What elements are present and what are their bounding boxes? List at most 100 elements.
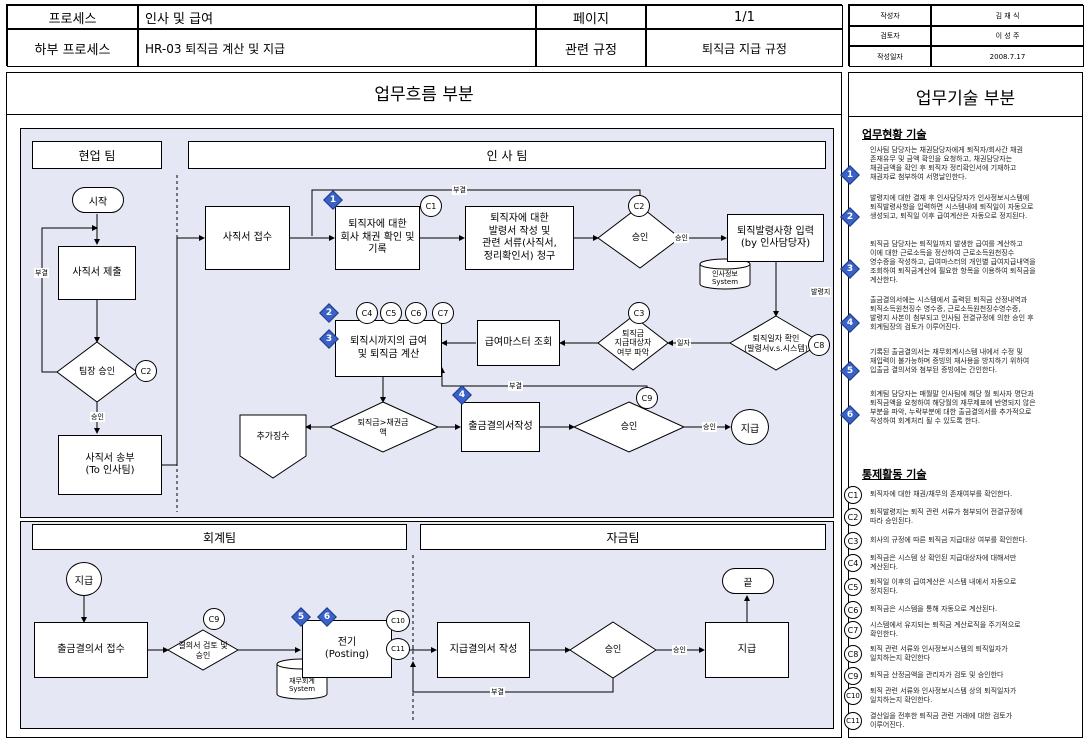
lane-fund: 자금팀 <box>420 524 826 550</box>
process-value: 인사 및 급여 <box>138 5 536 29</box>
control-text-c1: 퇴직자에 대한 채권/채무의 존재여부를 확인한다. <box>870 490 1013 498</box>
extra-text: 추가징수 <box>256 431 290 442</box>
flow-marker-2-label: 2 <box>325 308 333 318</box>
status-text-4: 출금결의서에는 시스템에서 출력된 퇴직금 산정내역과 퇴직소득원천징수 영수증… <box>870 296 1034 332</box>
flow-control-c4: C4 <box>356 302 378 324</box>
reviewer-value: 이 성 주 <box>931 26 1084 46</box>
fund-write-box: 지급결의서 작성 <box>437 622 530 678</box>
resign-send-box: 사직서 송부 (To 인사팀) <box>58 435 162 495</box>
approve3-text: 승인 <box>604 644 622 655</box>
flow-connectors <box>41 175 823 720</box>
master-view-box: 급여마스터 조회 <box>477 320 560 366</box>
bottom-panel <box>20 521 834 729</box>
status-marker-3-label: 3 <box>846 264 854 274</box>
page-label: 페이지 <box>536 5 646 29</box>
reviewer-label: 검토자 <box>849 26 931 46</box>
date-check-text: 퇴직일자 확인 (발령서v.s.시스템) <box>744 334 808 353</box>
pay1-terminal: 지급 <box>731 409 769 445</box>
compare-text: 퇴직금>채권금 액 <box>357 418 409 437</box>
control-text-c2: 퇴직발령지는 퇴직 관련 서류가 첨부되어 전결규정에 따라 승인된다. <box>870 508 1023 526</box>
hr-system-text: 인사정보 System <box>711 269 739 286</box>
flow-control-c9b: C9 <box>203 608 225 630</box>
team-approve-text: 팀장 승인 <box>79 366 115 377</box>
end-terminal: 끝 <box>722 568 774 594</box>
date-value: 2008.7.17 <box>931 46 1084 67</box>
flow-control-c10: C10 <box>386 610 410 632</box>
author-label: 작성자 <box>849 5 931 26</box>
start-terminal: 시작 <box>72 187 124 213</box>
flow-control-c3: C3 <box>628 302 650 324</box>
process-label: 프로세스 <box>7 5 138 29</box>
control-badge-c8: C8 <box>844 645 862 663</box>
control-text-c9: 퇴직금 산정금액을 관리자가 검토 및 승인한다 <box>870 671 1004 679</box>
flow-control-c8: C8 <box>808 334 830 356</box>
resign-submit-box: 사직서 제출 <box>58 246 136 300</box>
status-marker-4-label: 4 <box>846 318 854 328</box>
order-input-box: 퇴직발령사항 입력 (by 인사담당자) <box>727 214 824 262</box>
control-list: C1 퇴직자에 대한 채권/채무의 존재여부를 확인한다. C2 퇴직발령지는 … <box>844 484 1083 736</box>
control-text-c5: 퇴직일 이후의 급여계산은 시스템 내에서 자동으로 정지된다. <box>870 578 1017 596</box>
flow-title: 업무흐름 부분 <box>374 85 474 105</box>
flow-control-c5: C5 <box>380 302 402 324</box>
edge-approve-c9: 승인 <box>702 422 717 432</box>
payreq-write-box: 출금결의서작성 <box>461 402 540 452</box>
edge-reject-fund: 부결 <box>490 687 505 697</box>
desc-section <box>848 72 1083 738</box>
approve2-text: 승인 <box>620 421 638 432</box>
debt-check-box: 퇴직자에 대한 회사 채권 확인 및 기록 <box>335 206 420 270</box>
control-badge-c1: C1 <box>844 486 862 504</box>
edge-reject-field: 부결 <box>34 268 49 278</box>
lane-hr: 인 사 팀 <box>188 141 826 169</box>
target-check-text: 퇴직금 지급대상자 여부 파악 <box>614 328 652 357</box>
subprocess-value: HR-03 퇴직금 계산 및 지급 <box>138 29 536 67</box>
edge-appoint: 발령지 <box>810 287 832 297</box>
flow-section <box>6 72 842 738</box>
resign-receive-box: 사직서 접수 <box>205 206 290 270</box>
control-text-c11: 결산일을 전후한 퇴직금 관련 거래에 대한 검토가 이루어진다. <box>870 712 1013 730</box>
edge-approve-hr: 승인 <box>674 233 689 243</box>
control-badge-c5: C5 <box>844 578 862 596</box>
status-marker-1-label: 1 <box>846 170 854 180</box>
control-text-c10: 퇴직 관련 서류와 인사정보시스템 상의 퇴직일자가 일치하는지 확인한다. <box>870 687 1017 705</box>
flow-marker-1-label: 1 <box>329 195 337 205</box>
fin-system-text: 재무회계 System <box>288 676 316 693</box>
control-badge-c9: C9 <box>844 667 862 685</box>
edge-reject-hr: 부결 <box>452 185 467 195</box>
payreq-review-text: 결의서 검토 및 승인 <box>178 641 228 660</box>
doc-request-box: 퇴직자에 대한 발령서 작성 및 관련 서류(사직서, 정리확인서) 청구 <box>465 206 574 270</box>
control-heading: 통제활동 기술 <box>862 468 927 481</box>
flow-control-c6: C6 <box>405 302 427 324</box>
control-badge-c4: C4 <box>844 554 862 572</box>
flow-marker-5-label: 5 <box>297 612 305 622</box>
status-text-5: 기록된 출금결의서는 재무회계시스템 내에서 수정 및 재입력이 불가능하며 증… <box>870 348 1030 375</box>
status-marker-6-label: 6 <box>846 410 854 420</box>
edge-approve-fund: 승인 <box>672 645 687 655</box>
edge-date: 일자 <box>676 338 691 348</box>
flow-control-c2a: C2 <box>628 195 650 217</box>
signoff-table: 작성자 김 재 식 검토자 이 성 주 작성일자 2008.7.17 <box>848 4 1084 67</box>
calc-box: 퇴직시까지의 급여 및 퇴직금 계산 <box>335 320 442 377</box>
control-badge-c7: C7 <box>844 621 862 639</box>
control-badge-c2: C2 <box>844 508 862 526</box>
reg-value: 퇴직금 지급 규정 <box>646 29 843 67</box>
status-heading: 업무현황 기술 <box>862 128 927 141</box>
flow-control-c11: C11 <box>386 638 410 660</box>
flow-title-line <box>6 114 842 115</box>
flow-marker-6-label: 6 <box>323 612 331 622</box>
control-badge-c3: C3 <box>844 532 862 550</box>
approve1-text: 승인 <box>631 232 649 243</box>
status-text-2: 발령지에 대한 결재 후 인사담당자가 인사정보시스템에 퇴직발령사항을 입력하… <box>870 194 1034 221</box>
status-list: 1 인사팀 담당자는 채권담당자에게 퇴직자/회사간 채권 존재유무 및 금액 … <box>840 144 1083 434</box>
control-badge-c11: C11 <box>844 712 862 730</box>
flow-control-c2b: C2 <box>135 360 157 382</box>
status-text-3: 퇴직금 담당자는 퇴직일까지 발생한 급여를 계산하고 이에 대한 근로소득을 … <box>870 240 1036 285</box>
status-text-1: 인사팀 담당자는 채권담당자에게 퇴직자/회사간 채권 존재유무 및 금액 확인… <box>870 146 1023 182</box>
control-text-c4: 퇴직금은 시스템 상 확인된 지급대상자에 대해서만 계산된다. <box>870 554 1017 572</box>
status-text-6: 회계팀 담당자는 매월말 인사팀에 해당 월 퇴사자 명단과 퇴직금액을 요청하… <box>870 390 1036 426</box>
flow-control-c1: C1 <box>420 195 442 217</box>
payreq-receive-box: 출금결의서 접수 <box>34 622 148 678</box>
pay2-box: 지급 <box>705 622 789 678</box>
lane-acct: 회계팀 <box>32 524 407 550</box>
status-marker-5-label: 5 <box>846 366 854 376</box>
desc-title-line <box>848 116 1083 117</box>
